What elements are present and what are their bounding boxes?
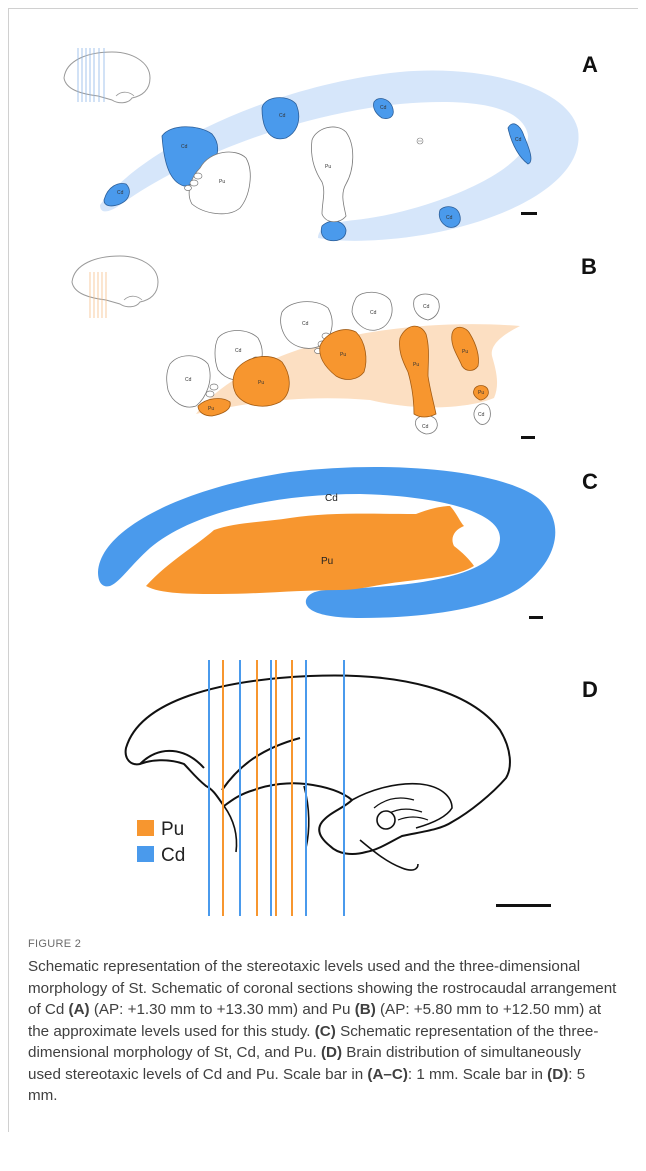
caption-seg-6: : 1 mm. Scale bar in	[408, 1066, 547, 1083]
caption-ref-a: (A)	[69, 1001, 90, 1018]
label-cd-b3: Cd	[302, 321, 309, 327]
label-pu-b4: Pu	[413, 362, 419, 368]
label-pu-b6: Pu	[478, 390, 484, 396]
label-cd-b1: Cd	[185, 377, 192, 383]
caption-ref-d: (D)	[321, 1044, 342, 1061]
scale-bar-a	[521, 212, 537, 215]
label-pu-b3: Pu	[340, 352, 346, 358]
panel-letter-c: C	[582, 469, 598, 494]
legend-d: Pu Cd	[137, 819, 185, 866]
scale-bar-d	[496, 904, 551, 907]
pu-section-b1	[198, 399, 230, 416]
label-pu-a1: Pu	[219, 179, 225, 185]
label-cd-a2: Cd	[181, 144, 188, 150]
label-cd-b2: Cd	[235, 348, 242, 354]
legend-label-pu: Pu	[161, 819, 184, 840]
caption-ref-c: (C)	[315, 1023, 336, 1040]
label-cd-b4: Cd	[370, 310, 377, 316]
caption-ref-d2: (D)	[547, 1066, 568, 1083]
panel-b: B	[72, 254, 597, 439]
legend-swatch-pu	[137, 820, 154, 836]
caption-text: Schematic representation of the stereota…	[28, 956, 618, 1107]
label-pu-c: Pu	[321, 556, 333, 567]
caption-seg-2: (AP: +1.30 mm to +13.30 mm) and Pu	[90, 1001, 355, 1018]
thumbnail-brain-b	[72, 256, 158, 318]
label-pu-b2: Pu	[258, 380, 264, 386]
label-pu-a2: Pu	[325, 164, 331, 170]
figure-label: FIGURE 2	[28, 938, 618, 950]
cd-section-a7	[321, 221, 346, 241]
label-cd-a1: Cd	[117, 190, 124, 196]
panel-c: C Cd Pu	[98, 467, 598, 619]
label-cd-c: Cd	[325, 493, 338, 504]
scale-bar-c	[529, 616, 543, 619]
panel-letter-d: D	[582, 677, 598, 702]
label-cd-a5: Cd	[515, 137, 522, 143]
figure-caption: FIGURE 2 Schematic representation of the…	[28, 938, 618, 1107]
caption-ref-b: (B)	[355, 1001, 376, 1018]
figure-artwork: A	[0, 0, 646, 930]
panel-a: A	[64, 48, 598, 241]
caption-ref-ac: (A–C)	[367, 1066, 408, 1083]
pu-outline-a2	[311, 127, 352, 222]
label-pu-b1: Pu	[208, 406, 214, 412]
panel-letter-b: B	[581, 254, 597, 279]
panel-d: D Pu Cd	[126, 660, 598, 916]
label-cd-a6: Cd	[446, 215, 453, 221]
label-cd-b5: Cd	[423, 304, 430, 310]
label-pu-b5: Pu	[462, 349, 468, 355]
label-cd-b7: Cd	[478, 412, 485, 418]
legend-swatch-cd	[137, 846, 154, 862]
legend-label-cd: Cd	[161, 845, 185, 866]
label-cd-a3: Cd	[279, 113, 286, 119]
scale-bar-b	[521, 436, 535, 439]
thumbnail-brain-a	[64, 48, 150, 103]
panel-letter-a: A	[582, 52, 598, 77]
label-cd-a4: Cd	[380, 105, 387, 111]
label-cd-b6: Cd	[422, 424, 429, 430]
